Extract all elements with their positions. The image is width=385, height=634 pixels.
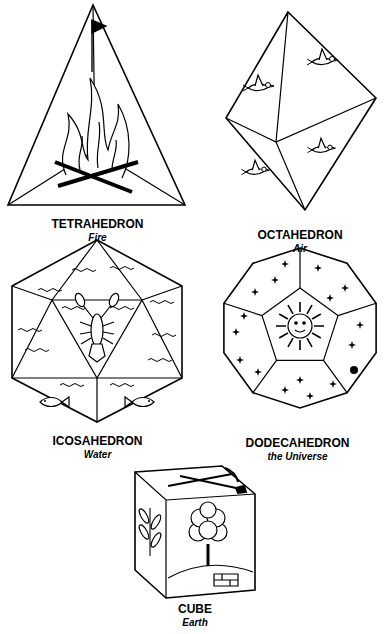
cube-figure — [135, 466, 255, 598]
dodecahedron-figure — [224, 248, 376, 408]
solid-figure: ICOSAHEDRONWater — [5, 238, 190, 460]
solid-figure: OCTAHEDRONAir — [220, 8, 380, 254]
bird-drawings — [242, 49, 339, 175]
element-name: Fire — [88, 232, 106, 244]
element-name: the Universe — [267, 451, 327, 463]
solid-name: OCTAHEDRON — [257, 229, 342, 243]
solid-name: DODECAHEDRON — [245, 437, 349, 451]
tree-drawing — [168, 502, 253, 586]
fish-drawings — [40, 397, 154, 407]
tools-drawing — [168, 468, 246, 493]
star-drawings — [232, 260, 364, 400]
water-waves — [18, 267, 176, 387]
solid-name: TETRAHEDRON — [52, 218, 144, 232]
solid-name: CUBE — [178, 603, 212, 617]
tetrahedron-figure — [8, 5, 185, 205]
solid-name: ICOSAHEDRON — [52, 435, 142, 449]
lobster-drawing — [73, 292, 120, 362]
element-name: Earth — [182, 617, 208, 629]
solid-figure: TETRAHEDRONFire — [5, 3, 190, 243]
fire-drawing — [55, 20, 138, 192]
octahedron-figure — [226, 12, 376, 210]
solid-figure: DODECAHEDRONthe Universe — [215, 240, 380, 462]
solid-figure: CUBEEarth — [130, 460, 260, 628]
icosahedron-figure — [12, 240, 182, 422]
element-name: Water — [84, 449, 112, 461]
dark-dot — [350, 366, 358, 374]
plant-drawing — [137, 508, 162, 556]
sun-drawing — [276, 302, 324, 350]
element-name: Air — [293, 243, 307, 255]
